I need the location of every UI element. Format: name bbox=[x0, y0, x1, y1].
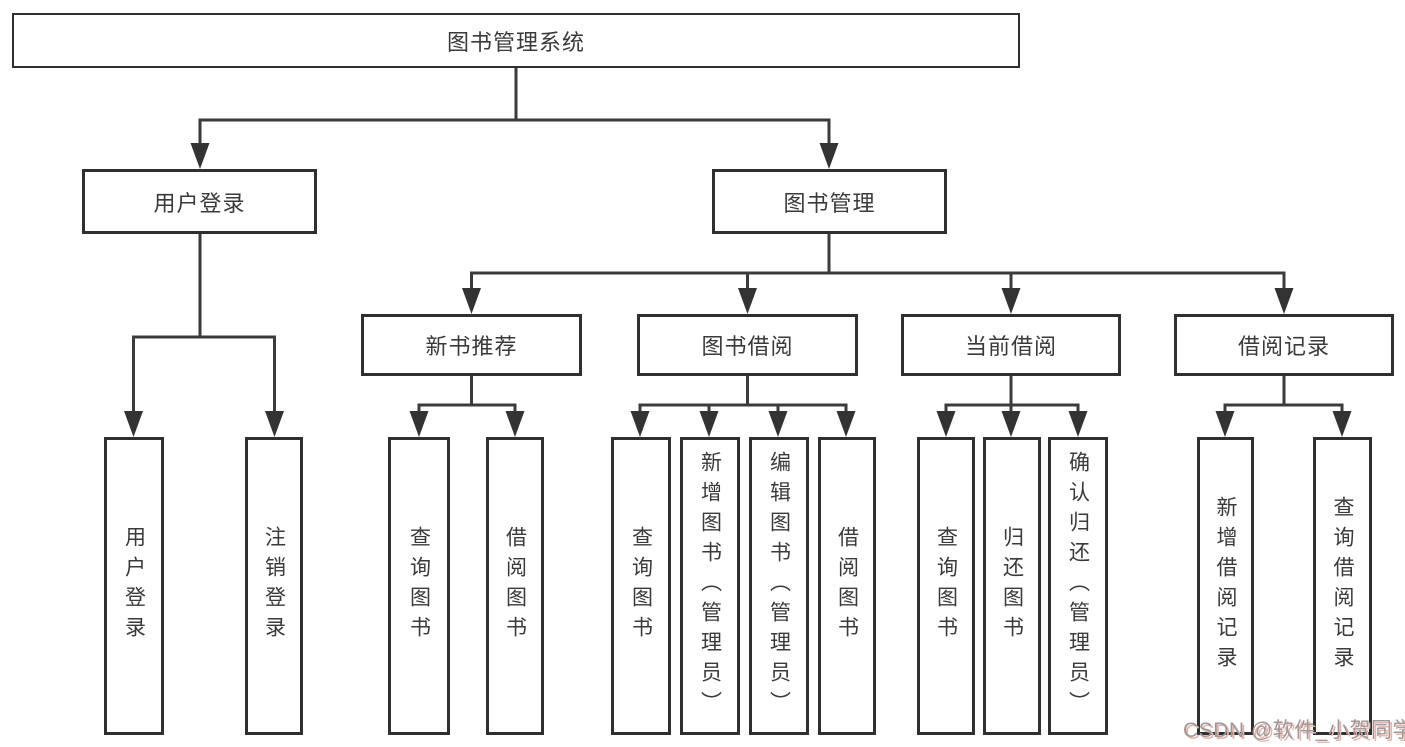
node-book-management: 图书管理 bbox=[712, 169, 947, 234]
node-new-book-recommendation: 新书推荐 bbox=[361, 314, 582, 376]
arrowhead-group bbox=[124, 143, 1352, 437]
leaf-add-books-admin: 新增图书（管理员） bbox=[680, 437, 740, 735]
leaf-query-books-recommend: 查询图书 bbox=[388, 437, 450, 735]
leaf-borrow-books-recommend: 借阅图书 bbox=[486, 437, 544, 735]
leaf-borrow-books: 借阅图书 bbox=[818, 437, 876, 735]
node-library-management-system: 图书管理系统 bbox=[12, 13, 1020, 68]
csdn-watermark: CSDN @软件_小贺同学 bbox=[1183, 719, 1405, 742]
leaf-query-borrow-record: 查询借阅记录 bbox=[1313, 437, 1372, 735]
node-book-borrowing: 图书借阅 bbox=[637, 314, 858, 376]
node-borrowing-records: 借阅记录 bbox=[1174, 314, 1394, 376]
leaf-user-login: 用户登录 bbox=[104, 437, 164, 735]
leaf-logout: 注销登录 bbox=[245, 437, 303, 735]
leaf-confirm-return-admin: 确认归还（管理员） bbox=[1048, 437, 1108, 735]
leaf-query-books-current: 查询图书 bbox=[917, 437, 975, 735]
leaf-add-borrow-record: 新增借阅记录 bbox=[1197, 437, 1254, 735]
node-current-borrowing: 当前借阅 bbox=[901, 314, 1121, 376]
leaf-query-books-borrowing: 查询图书 bbox=[611, 437, 671, 735]
node-user-login: 用户登录 bbox=[82, 169, 317, 234]
leaf-edit-books-admin: 编辑图书（管理员） bbox=[749, 437, 809, 735]
leaf-return-books: 归还图书 bbox=[983, 437, 1041, 735]
